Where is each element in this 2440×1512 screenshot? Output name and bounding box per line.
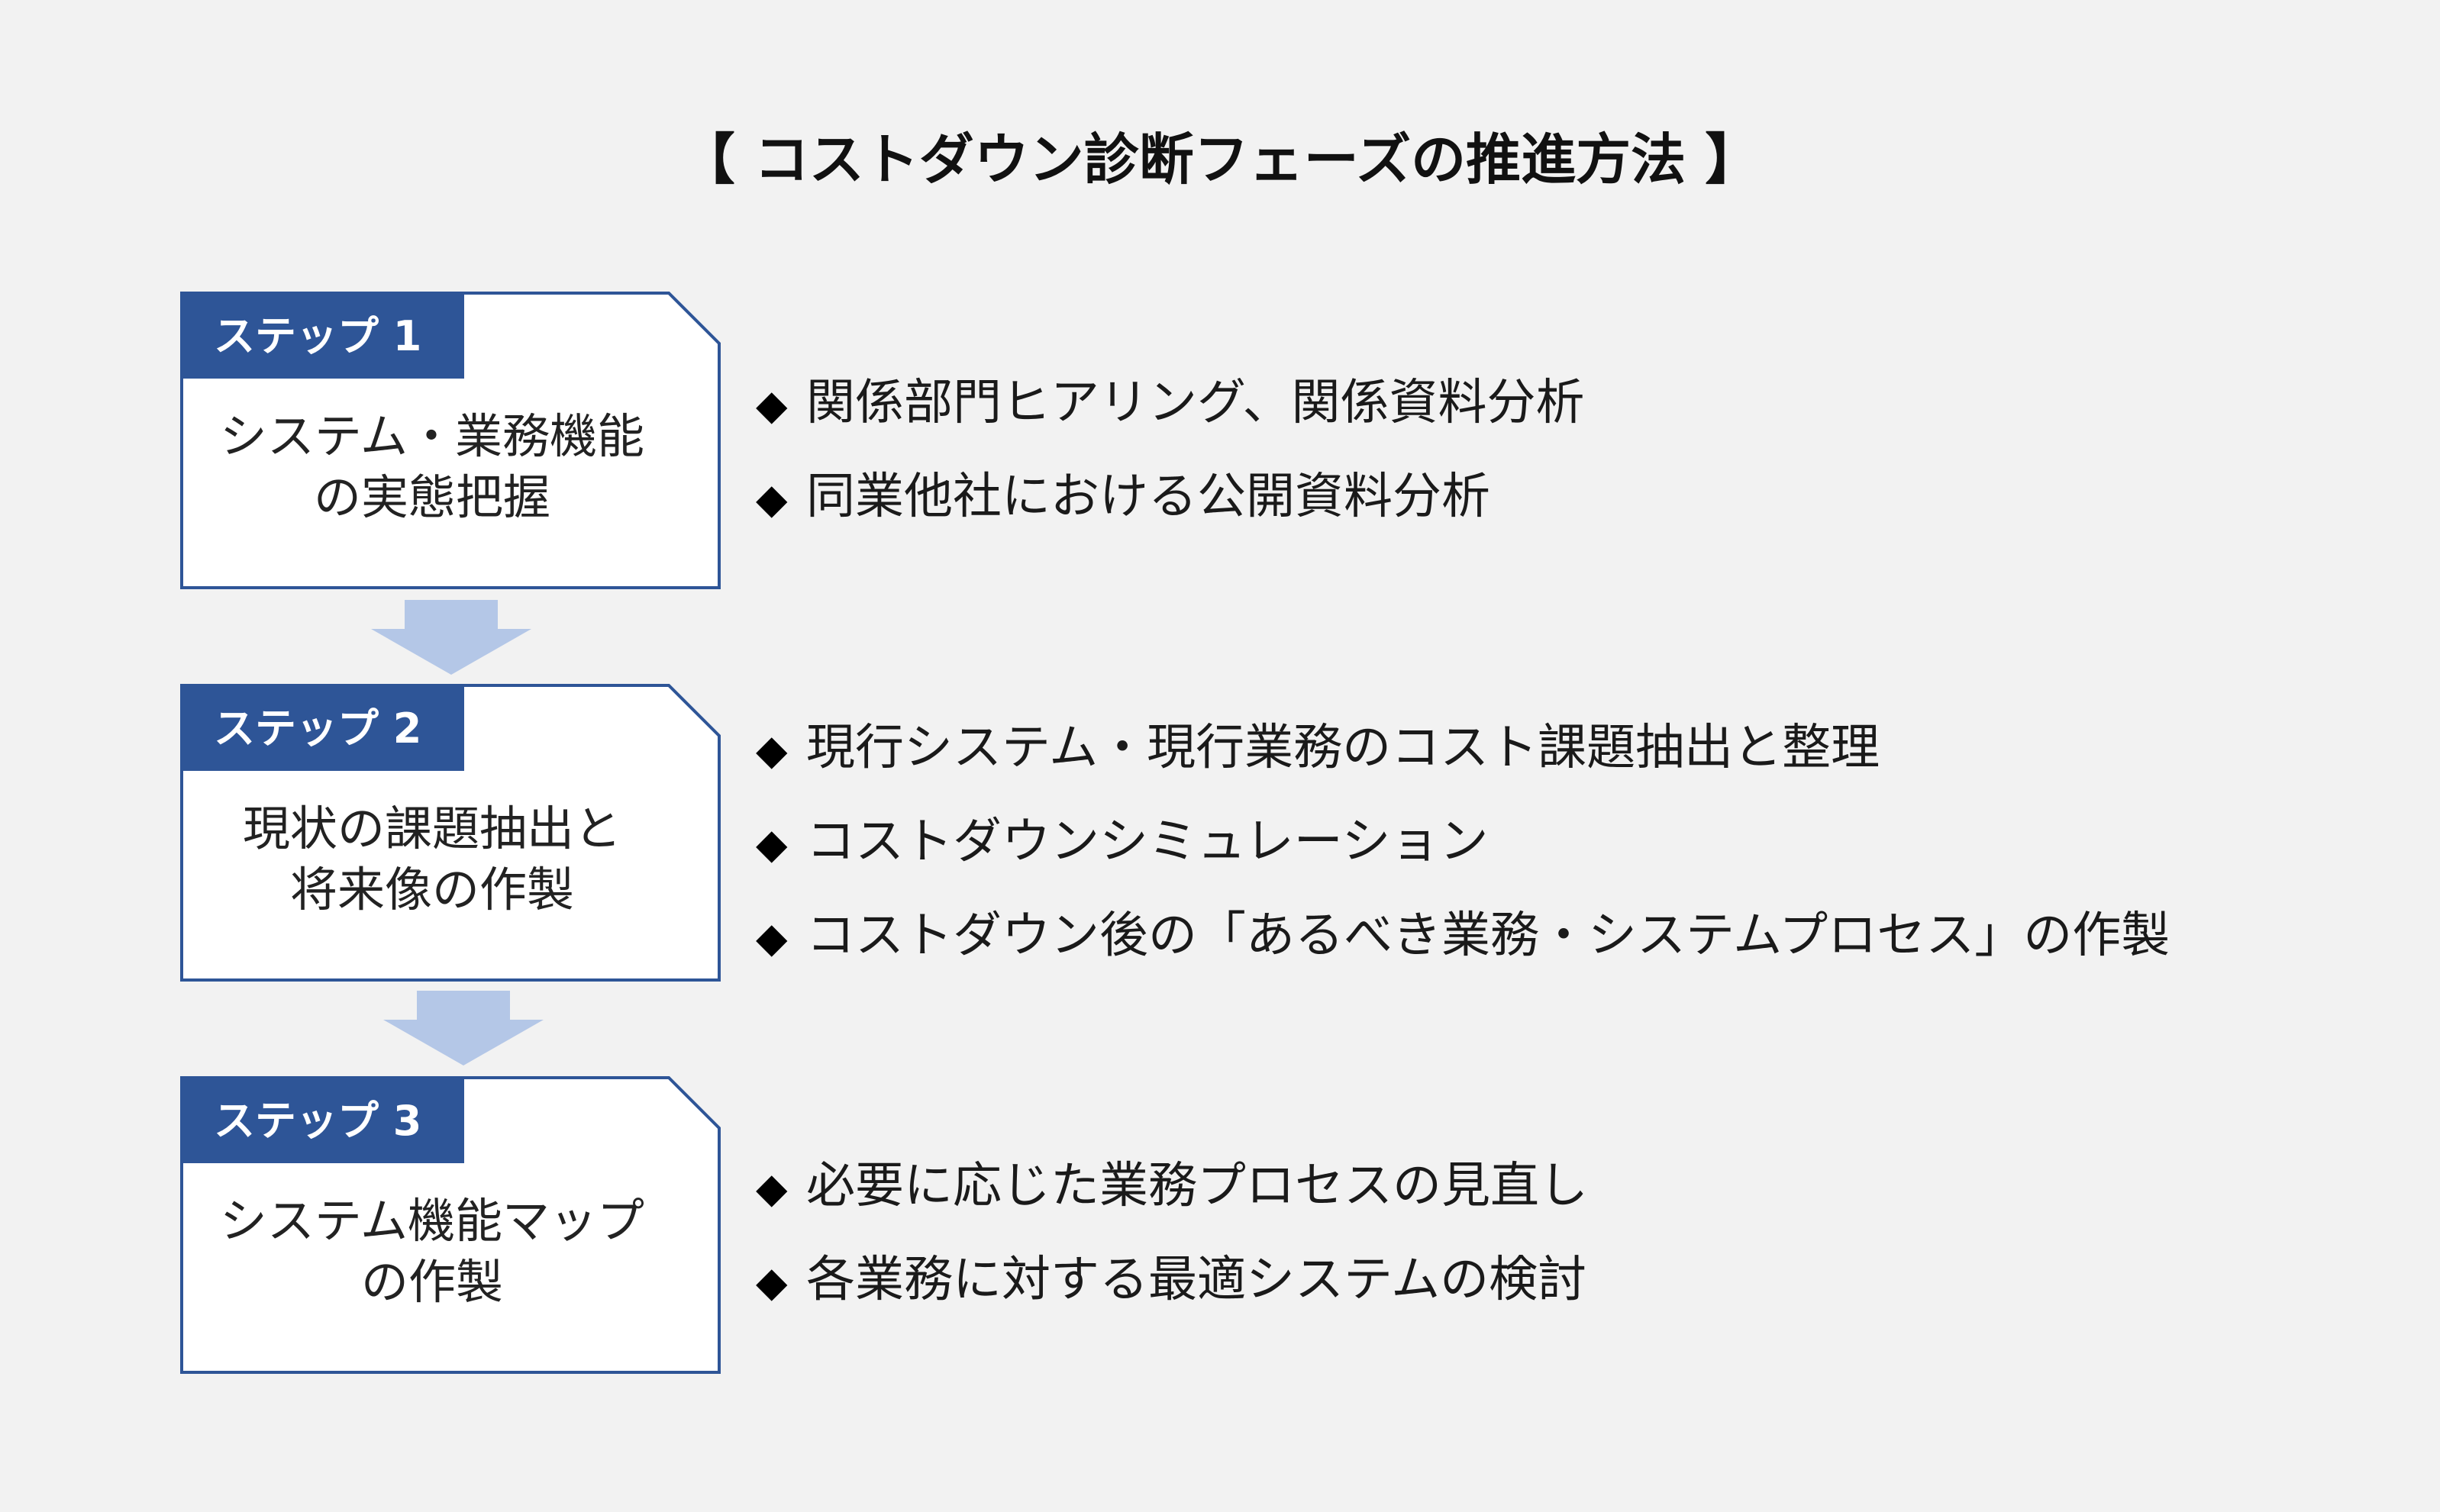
bullet-item: ◆各業務に対する最適システムの検討 — [756, 1234, 1588, 1328]
step-2-box: ステップ 2 現状の課題抽出と 将来像の作製 — [180, 684, 722, 982]
step-2-tag: ステップ 2 — [183, 687, 464, 771]
step-3-label-line-1: システム機能マップ — [219, 1193, 645, 1249]
step-3-label-line-2: の作製 — [360, 1254, 503, 1310]
step-2-bullets: ◆現行システム・現行業務のコスト課題抽出と整理 ◆コストダウンシミュレーション … — [756, 702, 2170, 984]
bullet-item: ◆関係部門ヒアリング、関係資料分析 — [756, 357, 1585, 451]
down-arrow-icon — [383, 991, 544, 1065]
down-arrow-icon — [371, 600, 531, 675]
step-1-label: システム・業務機能 の実態把握 — [195, 406, 669, 528]
bullet-item: ◆同業他社における公開資料分析 — [756, 451, 1585, 545]
step-1-label-line-1: システム・業務機能 — [219, 408, 645, 464]
step-3-label: システム機能マップ の作製 — [195, 1191, 669, 1313]
diamond-bullet-icon: ◆ — [756, 820, 788, 868]
diamond-bullet-icon: ◆ — [756, 381, 788, 429]
diamond-bullet-icon: ◆ — [756, 726, 788, 774]
step-2-label-line-1: 現状の課題抽出と — [242, 801, 621, 856]
bullet-item: ◆コストダウンシミュレーション — [756, 796, 2170, 890]
step-2-label: 現状の課題抽出と 将来像の作製 — [195, 798, 669, 920]
step-3-box: ステップ 3 システム機能マップ の作製 — [180, 1076, 722, 1374]
step-3-tag: ステップ 3 — [183, 1079, 464, 1163]
bullet-item: ◆コストダウン後の「あるべき業務・システムプロセス」の作製 — [756, 890, 2170, 984]
diamond-bullet-icon: ◆ — [756, 914, 788, 962]
diamond-bullet-icon: ◆ — [756, 1258, 788, 1306]
diamond-bullet-icon: ◆ — [756, 475, 788, 523]
bullet-item: ◆必要に応じた業務プロセスの見直し — [756, 1140, 1588, 1234]
step-1-box: ステップ 1 システム・業務機能 の実態把握 — [180, 292, 722, 589]
step-1-bullets: ◆関係部門ヒアリング、関係資料分析 ◆同業他社における公開資料分析 — [756, 357, 1585, 545]
step-1-label-line-2: の実態把握 — [313, 469, 550, 525]
diagram-title: 【 コストダウン診断フェーズの推進方法 】 — [679, 127, 1761, 192]
step-1-tag: ステップ 1 — [183, 295, 464, 379]
step-2-label-line-2: 将来像の作製 — [289, 862, 574, 917]
step-3-bullets: ◆必要に応じた業務プロセスの見直し ◆各業務に対する最適システムの検討 — [756, 1140, 1588, 1328]
diamond-bullet-icon: ◆ — [756, 1164, 788, 1212]
bullet-item: ◆現行システム・現行業務のコスト課題抽出と整理 — [756, 702, 2170, 796]
